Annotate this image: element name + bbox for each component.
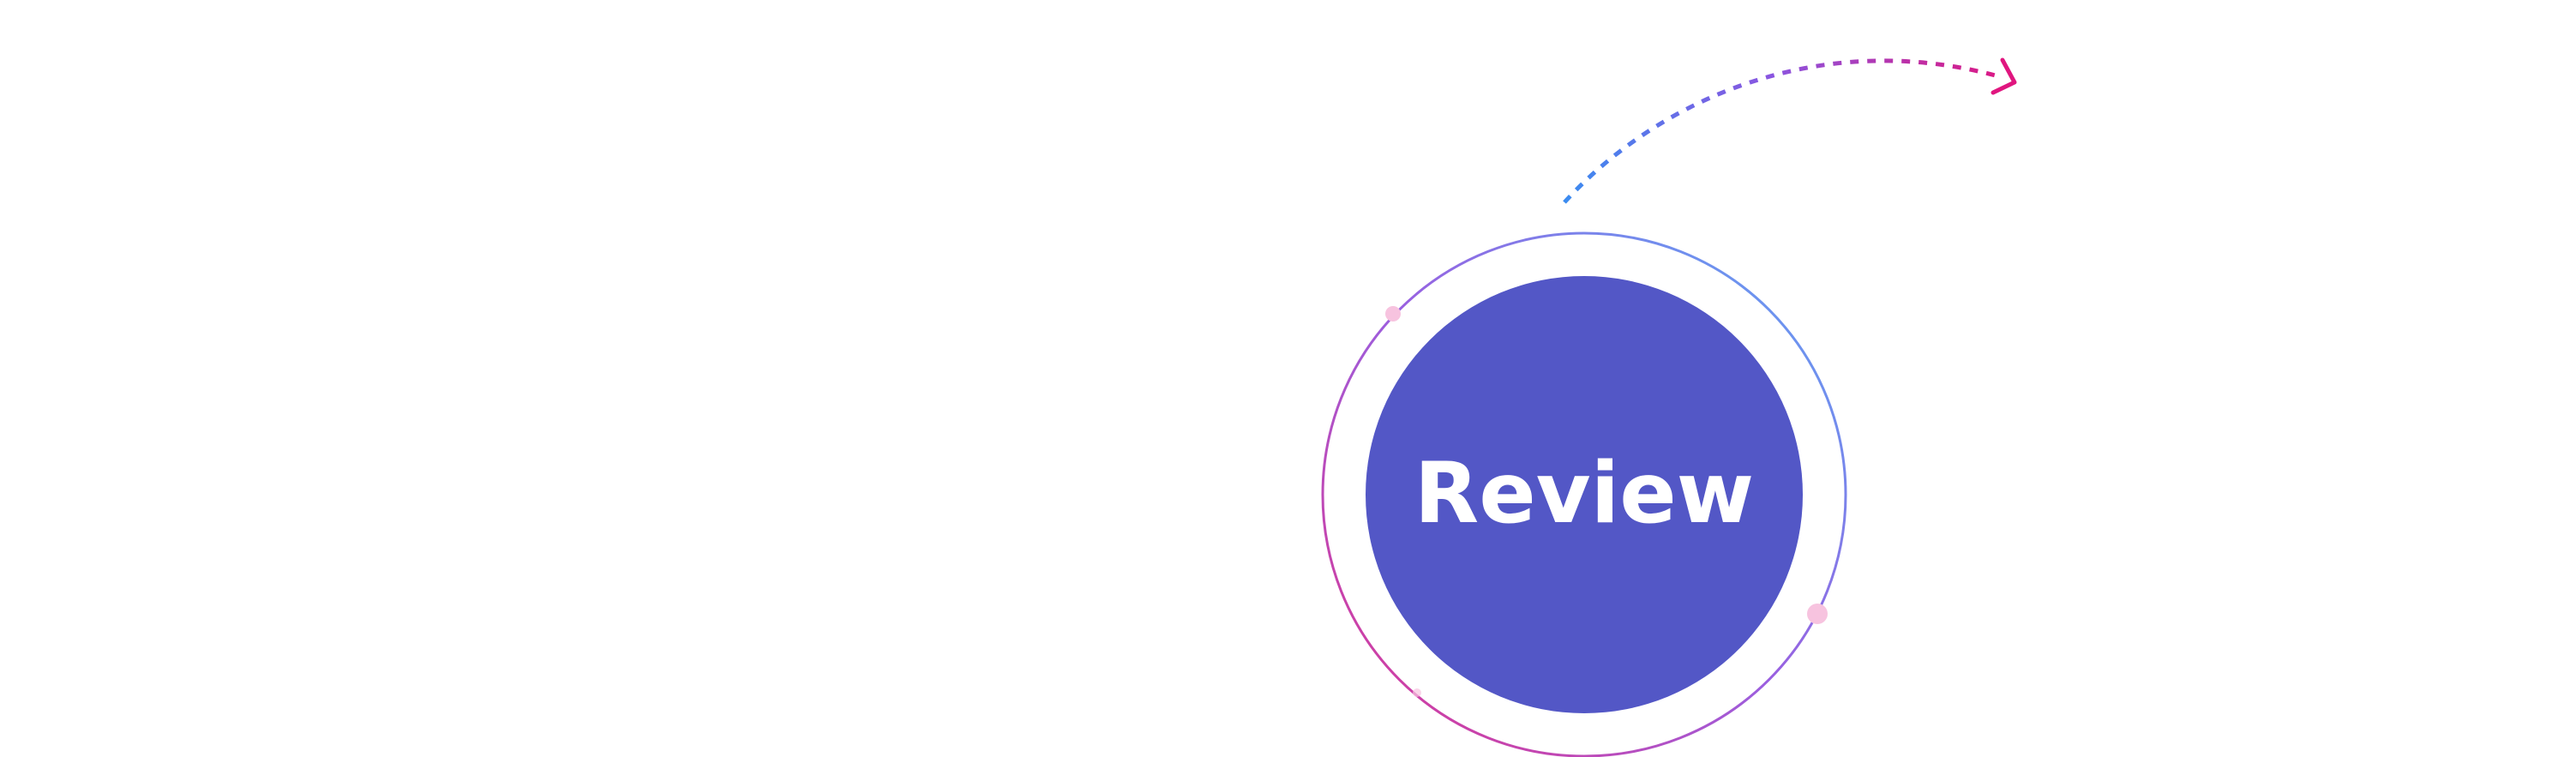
ring-accent-dot-right: [1807, 604, 1828, 624]
arrow-head-icon: [1991, 57, 2017, 95]
review-node: [1366, 276, 1803, 713]
curved-arrow-line: [1563, 58, 2003, 204]
review-node-label: Review: [1414, 445, 1754, 543]
ring-accent-dot-bottom-left: [1413, 688, 1421, 697]
ring-accent-dot-top-left: [1385, 306, 1401, 321]
outer-ring: [1321, 231, 1847, 757]
